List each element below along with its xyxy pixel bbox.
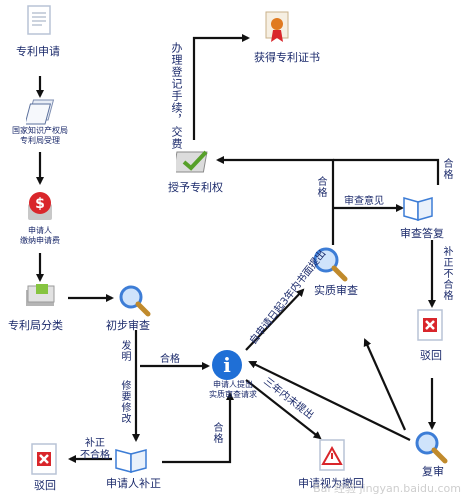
svg-text:i: i (223, 353, 231, 377)
arrow-request-to-withdrawn (245, 379, 322, 440)
node-sipo-acceptance: 国家知识产权局 专利局受理 (12, 126, 68, 145)
reject-icon (31, 443, 57, 475)
label-qualified-top: 合格 (315, 176, 326, 198)
label-registration-fee: 办理登记手续，交费 (170, 42, 183, 150)
node-deemed-withdrawn: 申请视为撤回 (298, 477, 364, 490)
node-applicant-request-substantive: 申请人提出 实质审查请求 (209, 380, 257, 399)
node-applicant-pays-fee: 申请人 缴纳申请费 (20, 226, 60, 245)
label-needs-revision: 修要修改 (119, 380, 130, 424)
certificate-icon (265, 11, 289, 42)
node-substantive-examination: 实质审查 (314, 284, 358, 297)
label-correction-unqualified-right: 补正不合格 (441, 246, 452, 301)
book-icon (115, 449, 147, 473)
arrow-response-qualified (333, 158, 440, 185)
label-qualified-mid: 合格 (160, 354, 180, 365)
warning-icon (319, 439, 345, 471)
node-reexamination: 复审 (422, 465, 444, 478)
watermark: Bai 经验 jingyan.baidu.com (313, 482, 461, 495)
book-icon (403, 197, 433, 221)
info-icon: i (212, 350, 242, 380)
node-rejection-left: 驳回 (34, 479, 56, 492)
magnifier-icon (415, 431, 448, 464)
node-rejection-right: 驳回 (420, 349, 442, 362)
label-invention: 发明 (119, 340, 130, 362)
label-examination-opinion: 审查意见 (344, 196, 384, 207)
folder-icon (26, 284, 55, 306)
document-stack-icon (26, 99, 55, 125)
arrow-grant-to-certificate (192, 34, 250, 140)
node-applicant-correction: 申请人补正 (106, 477, 161, 490)
arrow-substantive-to-grant (216, 156, 335, 245)
document-icon (27, 5, 51, 35)
label-qualified-right: 合格 (441, 158, 452, 180)
arrow-reexam-to-substantive (363, 338, 407, 431)
node-patent-application: 专利申请 (16, 45, 60, 58)
reject-icon (417, 309, 443, 341)
magnifier-icon (313, 247, 348, 282)
arrow-reexam-to-request (248, 361, 411, 441)
node-patent-office-classification: 专利局分类 (8, 319, 63, 332)
node-grant-patent: 授予专利权 (168, 181, 223, 194)
node-preliminary-examination: 初步审查 (106, 319, 150, 332)
approval-icon (176, 150, 208, 173)
node-obtain-certificate: 获得专利证书 (254, 51, 320, 64)
arrow-request-to-substantive (245, 288, 305, 351)
arrow-correction-qualified (162, 392, 234, 464)
svg-text:$: $ (35, 196, 45, 212)
label-qualified-bottom: 合格 (211, 422, 222, 444)
payment-icon: $ (28, 192, 52, 220)
magnifier-icon (119, 285, 151, 317)
label-correction-unqualified-left: 补正 不合格 (80, 438, 110, 461)
node-examination-response: 审查答复 (400, 227, 444, 240)
